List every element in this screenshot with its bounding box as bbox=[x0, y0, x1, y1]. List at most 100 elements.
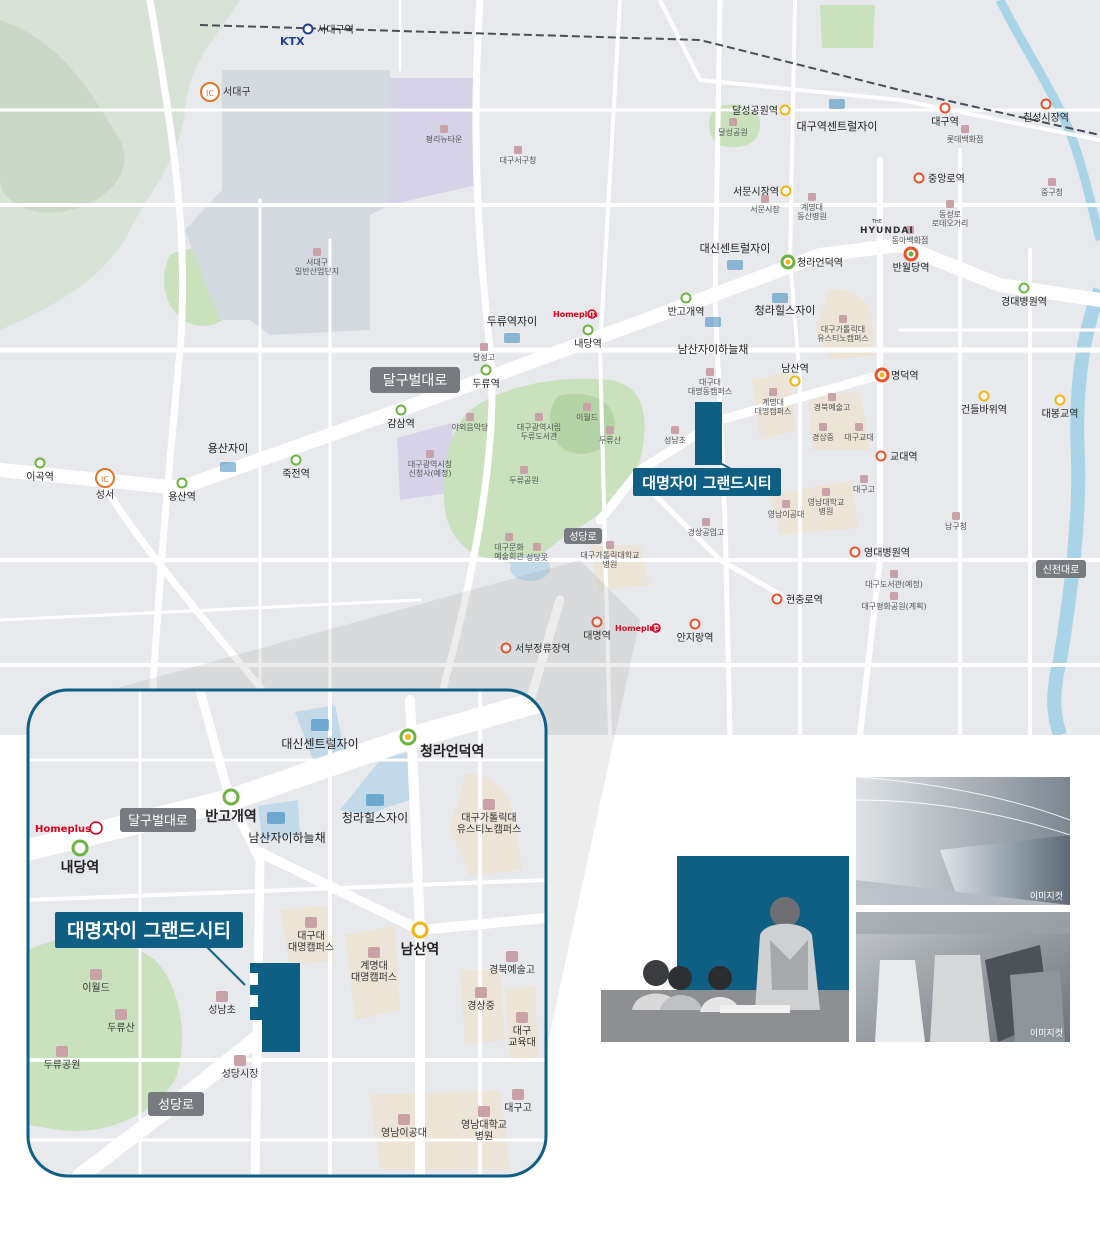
poi-marker: 두류공원 bbox=[509, 466, 539, 485]
station-icon bbox=[780, 185, 792, 197]
station-marker: 영대병원역 bbox=[849, 546, 910, 559]
inset-campus bbox=[460, 970, 505, 1045]
poi-label: 달성고 bbox=[473, 353, 495, 362]
apartment-marker: 대신센트럴자이 bbox=[700, 242, 770, 270]
poi-icon bbox=[514, 146, 522, 154]
poi-marker: 성당못 bbox=[526, 543, 548, 562]
city-hall-area bbox=[397, 423, 456, 500]
station-icon bbox=[411, 921, 429, 939]
station-label: 대명역 bbox=[583, 630, 611, 642]
inset-station-marker: 청라언덕역 bbox=[399, 728, 484, 760]
campus-area bbox=[770, 480, 858, 535]
poi-icon bbox=[520, 466, 528, 474]
poi-marker: 서문시장 bbox=[750, 195, 780, 214]
poi-icon bbox=[952, 512, 960, 520]
poi-icon bbox=[808, 193, 816, 201]
poi-icon bbox=[906, 226, 914, 234]
inset-poi-marker: 경북예술고 bbox=[489, 951, 535, 976]
poi-label: 성남초 bbox=[664, 436, 686, 445]
inset-poi-label: 성남초 bbox=[208, 1004, 236, 1016]
station-marker: 내당역 bbox=[574, 324, 602, 350]
station-label: 서문시장역 bbox=[733, 186, 779, 198]
poi-label: 두류공원 bbox=[509, 476, 538, 485]
station-label: 남산역 bbox=[781, 363, 809, 375]
station-marker: 반고개역 bbox=[668, 292, 704, 318]
poi-icon bbox=[782, 500, 790, 508]
station-label: 내당역 bbox=[574, 338, 602, 350]
homeplus-marker: Homeplus bbox=[615, 623, 661, 633]
station-label: 대구역 bbox=[931, 116, 959, 128]
poi-icon bbox=[466, 413, 474, 421]
railway-line bbox=[199, 24, 1100, 136]
main-area-map bbox=[0, 0, 1100, 735]
hyundai-logo: HYUNDAI bbox=[860, 226, 914, 236]
inset-poi-label: 두류공원 bbox=[44, 1059, 81, 1071]
photo-caption: 이미지컷 bbox=[1030, 891, 1063, 902]
poi-label: 경상중 bbox=[812, 432, 834, 442]
road-label-dalgubeol: 달구벌대로 bbox=[370, 367, 460, 393]
svg-text:Homeplus: Homeplus bbox=[553, 310, 598, 319]
poi-icon bbox=[890, 592, 898, 600]
inset-site-label: 대명자이 그랜드시티 bbox=[55, 912, 243, 948]
poi-icon bbox=[961, 125, 969, 133]
poi-marker: 대구평화공원(계획) bbox=[861, 592, 927, 611]
station-label: 칠성시장역 bbox=[1023, 112, 1069, 124]
poi-label: 대구서구청 bbox=[500, 156, 537, 165]
inset-apartment-marker: 대신센트럴자이 bbox=[281, 719, 359, 751]
poi-marker: 야외음악당 bbox=[452, 413, 489, 432]
apartment-label: 청라힐스자이 bbox=[755, 304, 816, 317]
station-icon bbox=[771, 593, 783, 605]
poi-marker: 평리뉴타운 bbox=[426, 125, 463, 144]
poi-icon bbox=[890, 570, 898, 578]
poi-marker: 대구고 bbox=[853, 475, 875, 494]
inset-poi-marker: 두류산 bbox=[107, 1009, 135, 1034]
park-area bbox=[820, 5, 875, 48]
station-marker: 서부정류장역 bbox=[500, 642, 570, 655]
poi-label: 평리뉴타운 bbox=[426, 134, 463, 144]
station-icon bbox=[395, 404, 407, 416]
station-marker: 명덕역 bbox=[874, 367, 919, 383]
poi-label: 롯데백화점 bbox=[947, 134, 984, 144]
station-marker: 반월당역 bbox=[893, 246, 929, 274]
station-label: 건들바위역 bbox=[961, 403, 1007, 416]
ic-badge: IC bbox=[206, 89, 214, 98]
inset-poi-marker: 대구고 bbox=[504, 1089, 532, 1114]
ic-seongseo: IC 성서 bbox=[95, 468, 115, 501]
inset-poi-label: 이월드 bbox=[82, 982, 110, 994]
poi-icon bbox=[426, 450, 434, 458]
station-marker: 교대역 bbox=[875, 450, 918, 463]
apartment-label: 두류역자이 bbox=[487, 315, 538, 328]
station-icon bbox=[500, 642, 512, 654]
station-icon bbox=[978, 390, 990, 402]
station-label: 현충로역 bbox=[786, 594, 823, 606]
station-icon bbox=[34, 457, 46, 469]
poi-label: 경북예술고 bbox=[814, 402, 851, 412]
station-icon bbox=[582, 324, 594, 336]
station-icon bbox=[480, 364, 492, 376]
xi-apartment-icon bbox=[311, 719, 329, 731]
poi-icon bbox=[475, 987, 487, 998]
inset-park-area bbox=[28, 937, 183, 1131]
poi-icon bbox=[729, 118, 737, 126]
poi-icon bbox=[671, 426, 679, 434]
station-marker: 대봉교역 bbox=[1042, 394, 1078, 420]
ic-marker-icon bbox=[95, 468, 115, 488]
station-marker: 안지랑역 bbox=[677, 618, 713, 644]
poi-marker: 동아백화점 bbox=[892, 226, 928, 245]
poi-marker: 대구도서관(예정) bbox=[865, 570, 923, 589]
apartment-marker: 남산자이하늘채 bbox=[678, 317, 748, 356]
ic-seodaegu: IC 서대구 bbox=[200, 82, 251, 102]
station-icon bbox=[1018, 282, 1030, 294]
station-marker: 경대병원역 bbox=[1001, 282, 1047, 308]
homeplus-icon bbox=[89, 821, 103, 835]
inset-poi-marker: 영남이공대 bbox=[381, 1114, 427, 1139]
station-marker: 달성공원역 bbox=[732, 104, 791, 117]
xi-apartment-icon bbox=[366, 794, 384, 806]
